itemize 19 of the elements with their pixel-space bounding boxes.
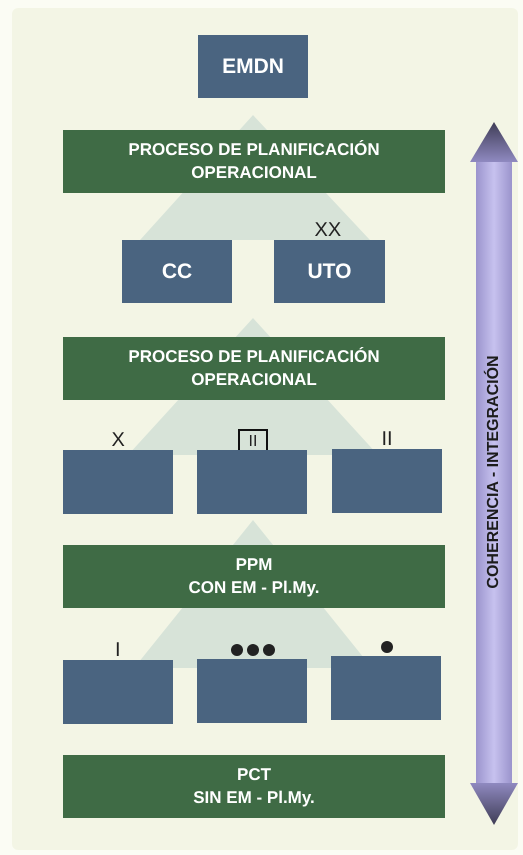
- process-box: PROCESO DE PLANIFICACIÓN OPERACIONAL: [63, 130, 445, 193]
- axis-label: COHERENCIA - INTEGRACIÓN: [485, 355, 503, 589]
- unit-box: EMDN: [198, 35, 308, 98]
- unit-symbol: II: [382, 429, 393, 449]
- empty-box: [63, 660, 173, 724]
- process-box: PROCESO DE PLANIFICACIÓN OPERACIONAL: [63, 337, 445, 400]
- process-box: PCT SIN EM - Pl.My.: [63, 755, 445, 818]
- empty-box: [332, 449, 442, 513]
- empty-box: [197, 450, 307, 514]
- unit-symbol: II: [238, 429, 268, 450]
- empty-box: [63, 450, 173, 514]
- unit-symbol: X: [112, 430, 125, 450]
- unit-symbol: XX: [314, 220, 342, 240]
- unit-symbol: I: [115, 640, 121, 660]
- empty-box: [197, 659, 307, 723]
- unit-box: CC: [122, 240, 232, 303]
- process-box: PPM CON EM - Pl.My.: [63, 545, 445, 608]
- unit-box: UTO: [274, 240, 385, 303]
- empty-box: [331, 656, 441, 720]
